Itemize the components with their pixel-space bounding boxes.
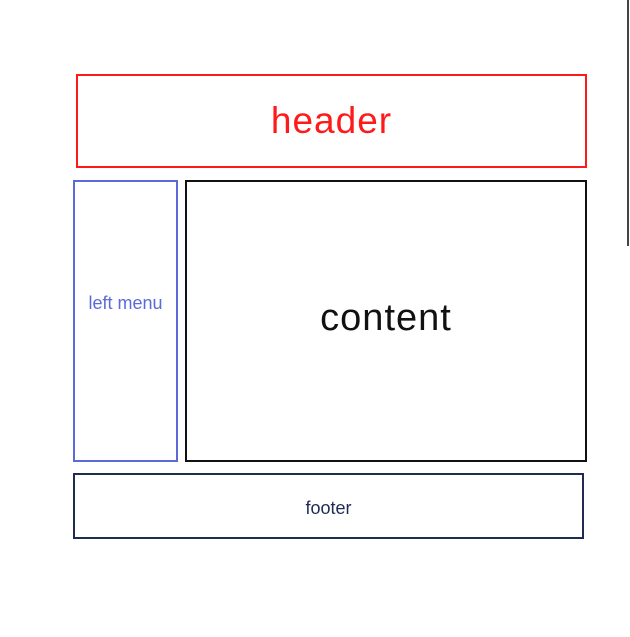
scrollbar-edge[interactable] — [627, 0, 629, 246]
content-label: content — [320, 296, 452, 339]
footer-region: footer — [73, 473, 584, 539]
left-menu-label: left menu — [88, 292, 163, 313]
left-menu-region: left menu — [73, 180, 178, 462]
header-region: header — [76, 74, 587, 168]
footer-label: footer — [305, 497, 352, 518]
content-region: content — [185, 180, 587, 462]
header-label: header — [270, 100, 393, 141]
